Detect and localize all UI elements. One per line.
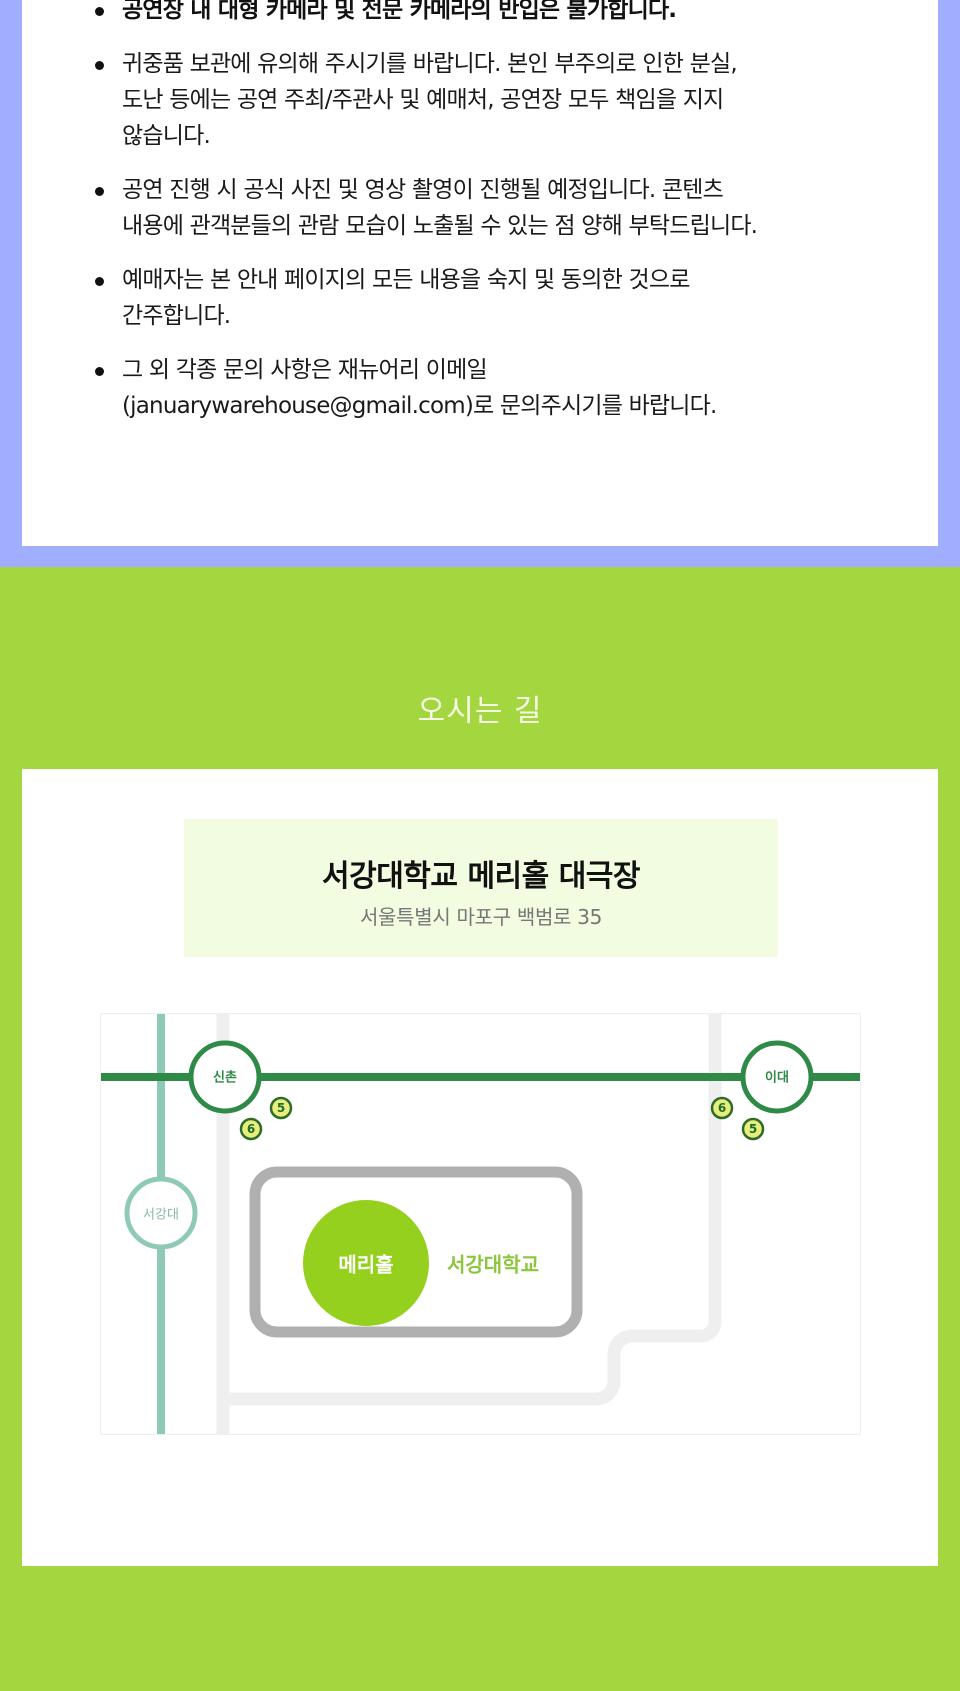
contact-email-line: (januarywarehouse@gmail.com)로 문의주시기를 바랍니… <box>122 393 717 419</box>
notice-card: 공연장 내 대형 카메라 및 전문 카메라의 반입은 불가합니다. 귀중품 보관… <box>22 0 938 546</box>
directions-title: 오시는 길 <box>417 694 543 729</box>
venue-address: 서울특별시 마포구 백범로 35 <box>359 905 603 929</box>
sinchon-station-icon <box>188 1040 262 1114</box>
bullet-icon <box>95 277 104 286</box>
ewha-exit-5-icon <box>741 1117 765 1141</box>
sogang-station-label: 서강대 <box>143 1207 179 1223</box>
sogang-station-icon <box>124 1176 198 1250</box>
area-map: 신촌 이대 서강대 5 6 6 5 메리홀 서강대학교 <box>100 1013 861 1435</box>
sinchon-exit-5-label: 5 <box>276 1101 286 1115</box>
meri-hall-marker <box>303 1200 429 1326</box>
bullet-icon <box>95 187 104 196</box>
meri-hall-label: 메리홀 <box>338 1252 394 1277</box>
bullet-icon <box>95 7 104 16</box>
notice-item-camera: 공연장 내 대형 카메라 및 전문 카메라의 반입은 불가합니다. <box>22 0 938 28</box>
notice-line: 않습니다. <box>122 123 211 149</box>
notice-line: 그 외 각종 문의 사항은 재뉴어리 이메일 <box>122 357 488 383</box>
ewha-station-icon <box>740 1040 814 1114</box>
bullet-icon <box>95 61 104 70</box>
bullet-icon <box>95 367 104 376</box>
campus-label: 서강대학교 <box>447 1252 539 1277</box>
ewha-station-label: 이대 <box>765 1070 789 1086</box>
notice-item-agreement: 예매자는 본 안내 페이지의 모든 내용을 숙지 및 동의한 것으로 간주합니다… <box>22 262 938 334</box>
notice-line: 예매자는 본 안내 페이지의 모든 내용을 숙지 및 동의한 것으로 <box>122 267 690 293</box>
road-south-east <box>223 1014 722 1406</box>
notice-line: 도난 등에는 공연 주최/주관사 및 예매처, 공연장 모두 책임을 지지 <box>122 87 724 113</box>
sinchon-station-label: 신촌 <box>213 1070 237 1086</box>
sinchon-exit-6-label: 6 <box>246 1122 256 1136</box>
notice-item-valuables: 귀중품 보관에 유의해 주시기를 바랍니다. 본인 부주의로 인한 분실, 도난… <box>22 46 938 154</box>
venue-info-box: 서강대학교 메리홀 대극장 서울특별시 마포구 백범로 35 <box>184 819 778 957</box>
notice-line: 내용에 관객분들의 관람 모습이 노출될 수 있는 점 양해 부탁드립니다. <box>122 213 758 239</box>
exit-badges <box>239 1096 765 1141</box>
notice-line: 귀중품 보관에 유의해 주시기를 바랍니다. 본인 부주의로 인한 분실, <box>122 51 738 77</box>
sinchon-exit-6-icon <box>239 1117 263 1141</box>
notice-line: 간주합니다. <box>122 303 231 329</box>
ewha-exit-5-label: 5 <box>748 1122 758 1136</box>
notice-section: 공연장 내 대형 카메라 및 전문 카메라의 반입은 불가합니다. 귀중품 보관… <box>0 0 960 567</box>
map-graphic <box>101 1014 860 1434</box>
ewha-exit-6-icon <box>710 1096 734 1120</box>
notice-list: 공연장 내 대형 카메라 및 전문 카메라의 반입은 불가합니다. 귀중품 보관… <box>22 0 938 442</box>
notice-line: 공연장 내 대형 카메라 및 전문 카메라의 반입은 불가합니다. <box>122 0 677 23</box>
directions-card: 서강대학교 메리홀 대극장 서울특별시 마포구 백범로 35 <box>22 769 938 1566</box>
venue-name: 서강대학교 메리홀 대극장 <box>322 859 641 894</box>
notice-line: 공연 진행 시 공식 사진 및 영상 촬영이 진행될 예정입니다. 콘텐츠 <box>122 177 724 203</box>
sinchon-exit-5-icon <box>269 1096 293 1120</box>
ewha-exit-6-label: 6 <box>717 1101 727 1115</box>
notice-item-contact: 그 외 각종 문의 사항은 재뉴어리 이메일 (januarywarehouse… <box>22 352 938 424</box>
notice-item-filming: 공연 진행 시 공식 사진 및 영상 촬영이 진행될 예정입니다. 콘텐츠 내용… <box>22 172 938 244</box>
